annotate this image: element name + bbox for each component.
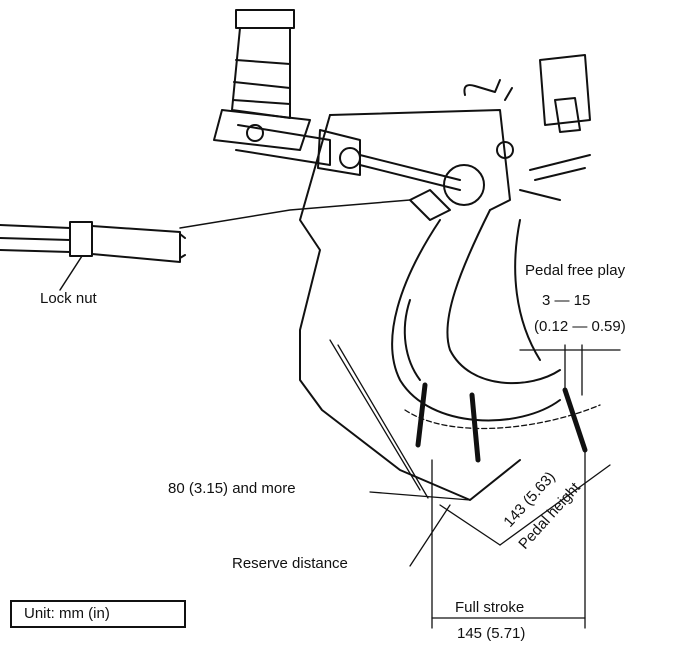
- reserve-distance-label: Reserve distance: [232, 555, 348, 572]
- unit-label: Unit: mm (in): [24, 605, 110, 622]
- pedal-arm: [391, 209, 561, 422]
- lock-nut-label: Lock nut: [40, 290, 98, 307]
- pedal-bracket: [299, 54, 591, 501]
- reserve-min-label: 80 (3.15) and more: [168, 480, 296, 497]
- pedal-pads: [415, 382, 588, 463]
- free-play-in-label: (0.12 — 0.59): [534, 318, 626, 335]
- free-play-mm-label: 3 — 15: [542, 292, 590, 309]
- pedal-free-play-label: Pedal free play: [525, 262, 626, 279]
- master-cylinder: [213, 9, 461, 191]
- lock-nut-pushrod: [0, 199, 411, 291]
- full-stroke-value-label: 145 (5.71): [457, 625, 525, 642]
- full-stroke-label: Full stroke: [455, 599, 524, 616]
- dimension-lines: [329, 339, 621, 629]
- unit-legend-box: Unit: mm (in): [10, 600, 186, 628]
